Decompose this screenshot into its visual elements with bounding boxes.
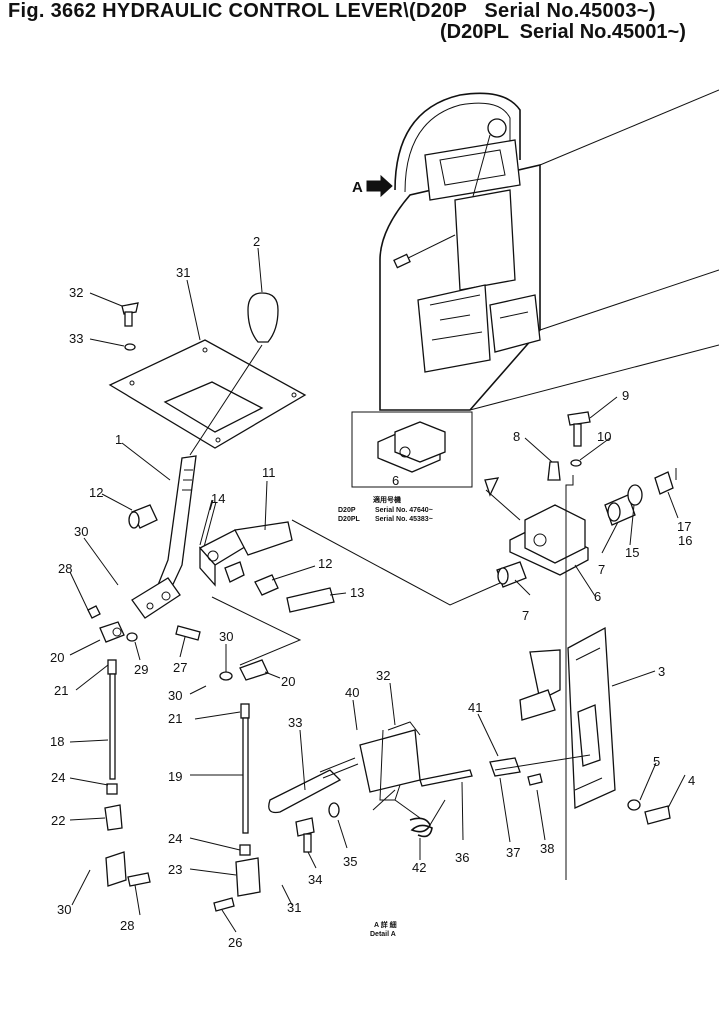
callout-15: 15	[625, 545, 639, 560]
callout-28-mid: 29	[134, 662, 148, 677]
callout-20-right: 20	[281, 674, 295, 689]
callout-3: 3	[658, 664, 665, 679]
figure-title-line-1: Fig. 3662 HYDRAULIC CONTROL LEVER\(D20P …	[8, 0, 656, 22]
callout-37: 35	[343, 854, 357, 869]
tractor-overview: A	[352, 89, 719, 411]
callout-19: 19	[168, 769, 182, 784]
figure-title-line-2: (D20PL Serial No.45001~)	[440, 21, 686, 43]
callout-41-right: 41	[468, 700, 482, 715]
callout-24-left: 24	[51, 770, 65, 785]
callout-12-left: 12	[89, 485, 103, 500]
callout-26: 28	[120, 918, 134, 933]
callout-30-upper: 30	[74, 524, 88, 539]
callout-21-mid: 21	[168, 711, 182, 726]
callout-30-lower-left: 30	[57, 902, 71, 917]
callout-5: 5	[653, 754, 660, 769]
callout-13: 13	[350, 585, 364, 600]
callout-34: 32	[376, 668, 390, 683]
callout-28-left: 28	[58, 561, 72, 576]
inset-row-2-serial: Serial No. 45383~	[375, 516, 433, 523]
callout-33: 33	[69, 331, 83, 346]
callout-7-left: 7	[522, 608, 529, 623]
callout-24-mid: 24	[168, 831, 182, 846]
callout-21-left: 21	[54, 683, 68, 698]
callout-11: 11	[262, 465, 276, 480]
callout-16: 16	[678, 533, 692, 548]
callout-42: 42	[412, 860, 426, 875]
callout-30-lower-right: 31	[287, 900, 301, 915]
callout-38: 36	[455, 850, 469, 865]
callout-31: 31	[176, 265, 190, 280]
callout-17: 17	[677, 519, 691, 534]
callout-39: 37	[506, 845, 520, 860]
left-assembly	[87, 292, 501, 912]
callout-41-left: 40	[345, 685, 359, 700]
inset-applicable-heading: 適用号機	[373, 495, 401, 504]
callout-10: 10	[597, 429, 611, 444]
callout-1: 1	[115, 432, 122, 447]
callout-7-right: 7	[598, 562, 605, 577]
right-assembly	[268, 411, 674, 880]
callouts	[69, 247, 686, 933]
callout-8: 8	[513, 429, 520, 444]
view-a-marker: A	[352, 179, 363, 196]
callout-23: 23	[168, 862, 182, 877]
callout-9: 9	[622, 388, 629, 403]
inset-row-2-model: D20PL	[338, 516, 361, 523]
detail-caption-en: Detail A	[370, 931, 396, 938]
callout-40: 38	[540, 841, 554, 856]
callout-25: 27	[173, 660, 187, 675]
callout-22: 22	[51, 813, 65, 828]
callout-12-right: 12	[318, 556, 332, 571]
callout-4: 4	[688, 773, 695, 788]
callout-18: 18	[50, 734, 64, 749]
inset-row-1-serial: Serial No. 47640~	[375, 507, 433, 514]
inset-box: 6	[351, 411, 473, 488]
callout-20-left: 20	[50, 650, 64, 665]
detail-caption-jp: A 詳 細	[374, 920, 397, 929]
callout-29: 30	[219, 629, 233, 644]
callout-2: 2	[253, 234, 260, 249]
callout-27: 26	[228, 935, 242, 950]
callout-6: 6	[594, 589, 601, 604]
inset-row-1-model: D20P	[338, 507, 356, 514]
inset-callout-6: 6	[392, 473, 399, 488]
callout-30-mid: 30	[168, 688, 182, 703]
callout-labels: 2 31 32 33 1 12 14 11 12 13 30 28 20 21 …	[50, 234, 695, 950]
callout-32: 32	[69, 285, 83, 300]
callout-36: 34	[308, 872, 322, 887]
callout-35: 33	[288, 715, 302, 730]
callout-14: 14	[211, 491, 225, 506]
